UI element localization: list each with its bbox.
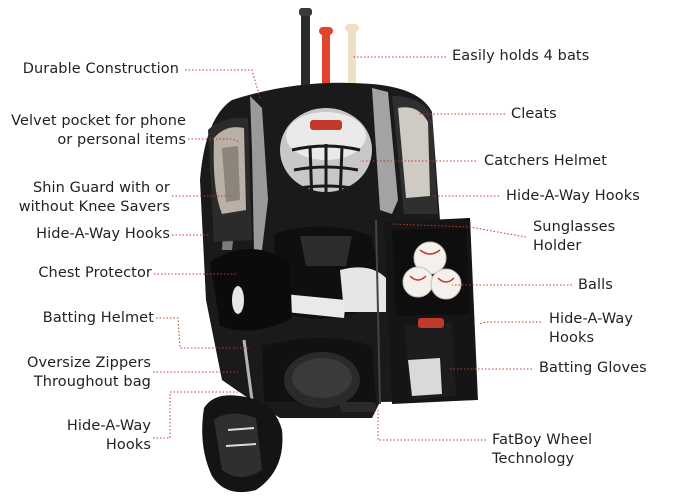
callout-velvet-pocket: Velvet pocket for phone or personal item… bbox=[11, 113, 186, 148]
callout-hide-away-hooks-left-1: Hide-A-Way Hooks bbox=[36, 226, 170, 242]
callout-oversize-zippers: Oversize Zippers Throughout bag bbox=[26, 355, 151, 390]
callout-fatboy-wheel: FatBoy Wheel Technology bbox=[492, 432, 593, 467]
callout-catchers-helmet: Catchers Helmet bbox=[484, 153, 607, 169]
callout-hide-away-hooks-right-1: Hide-A-Way Hooks bbox=[506, 188, 640, 204]
callout-easily-holds-bats: Easily holds 4 bats bbox=[452, 48, 590, 64]
callout-chest-protector: Chest Protector bbox=[38, 265, 152, 281]
callout-shin-guard: Shin Guard with or without Knee Savers bbox=[18, 180, 170, 215]
bag-body bbox=[200, 82, 478, 493]
callout-sunglasses-holder: Sunglasses Holder bbox=[533, 219, 616, 254]
callout-hide-away-hooks-left-2: Hide-A-Way Hooks bbox=[66, 418, 151, 453]
callout-cleats: Cleats bbox=[511, 106, 557, 122]
callout-hide-away-hooks-right-2: Hide-A-Way Hooks bbox=[549, 311, 634, 346]
callout-batting-helmet: Batting Helmet bbox=[42, 310, 154, 326]
bats bbox=[299, 8, 359, 94]
callout-durable-construction: Durable Construction bbox=[22, 61, 179, 77]
callout-balls: Balls bbox=[578, 277, 613, 293]
leader-lines bbox=[153, 56, 572, 441]
callout-batting-gloves: Batting Gloves bbox=[539, 360, 647, 376]
